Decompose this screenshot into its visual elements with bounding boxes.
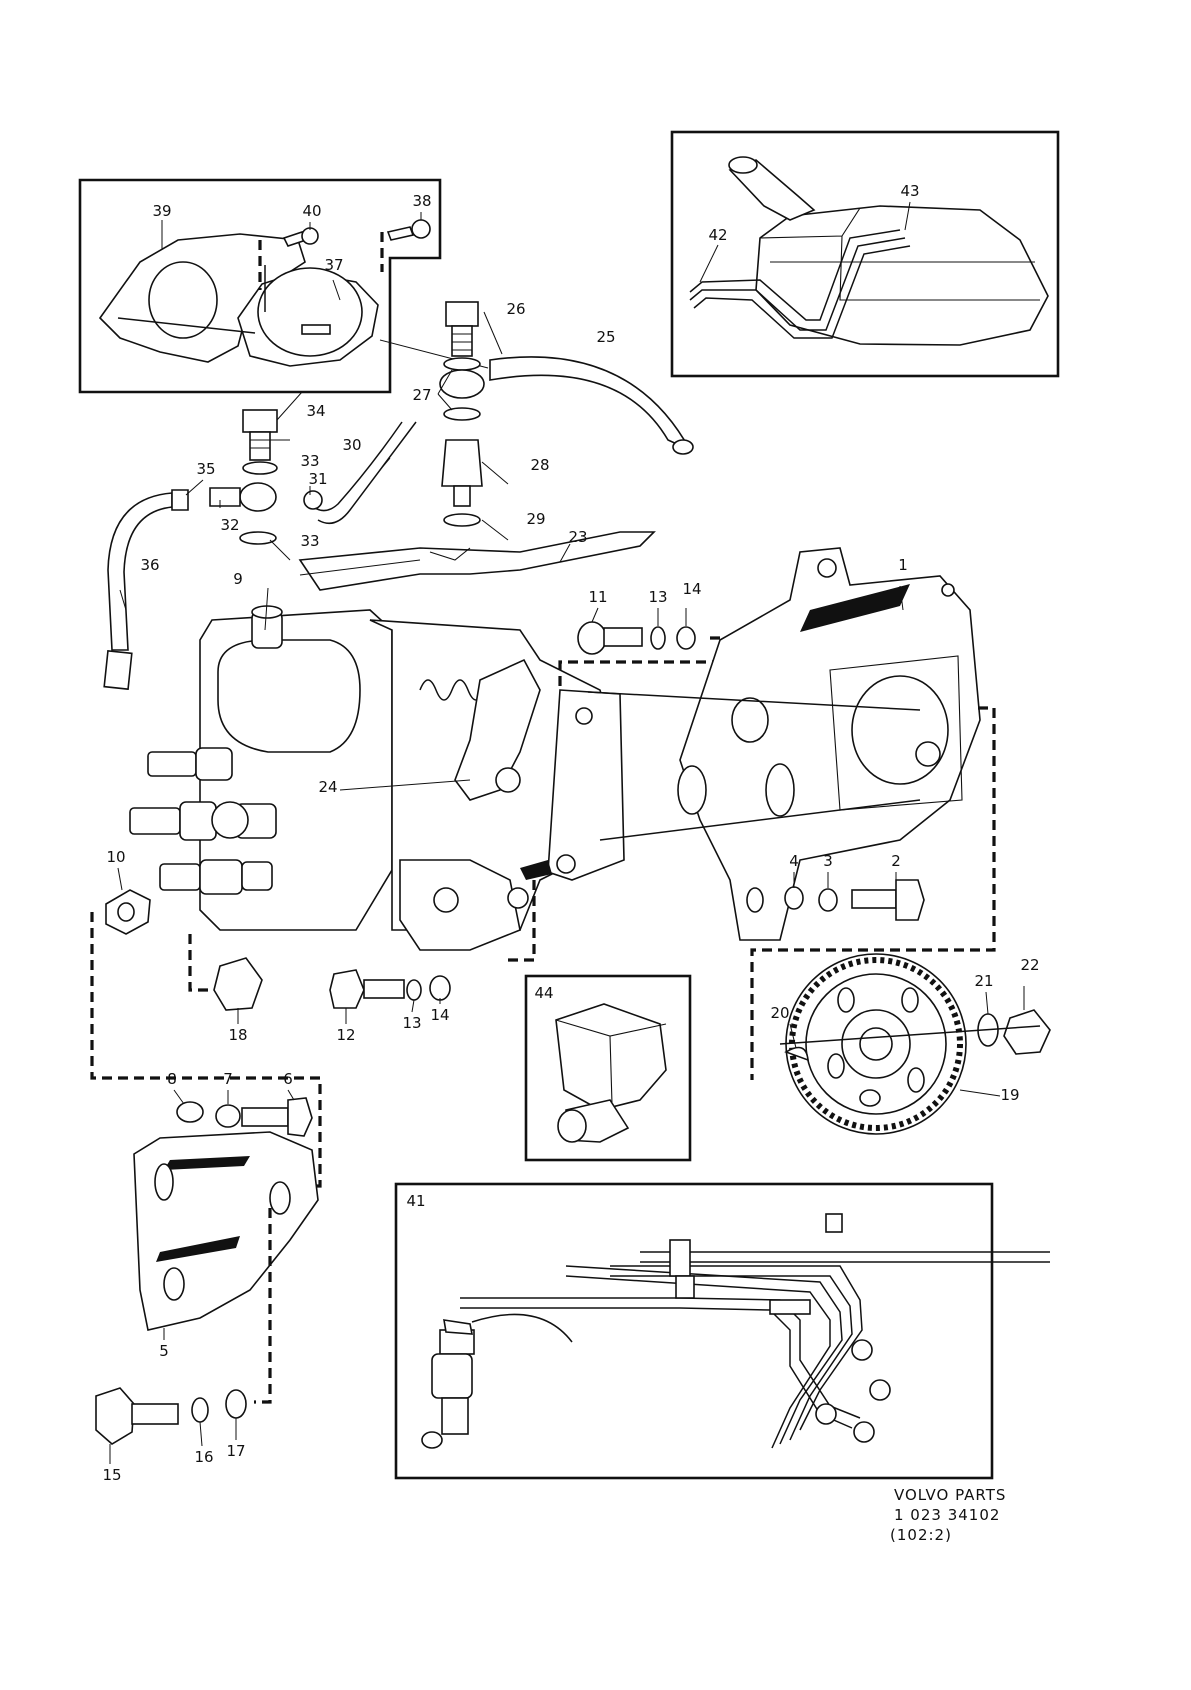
callout-32: 32 xyxy=(220,516,239,534)
callout-labels: 1 2 3 4 5 6 7 8 9 10 11 12 13 13 14 14 1… xyxy=(102,182,1039,1484)
inset-tank-42-43 xyxy=(670,130,1060,378)
callout-26: 26 xyxy=(506,300,525,318)
callout-23: 23 xyxy=(568,528,587,546)
callout-19: 19 xyxy=(1000,1086,1019,1104)
footer-part-number: 1 023 34102 xyxy=(894,1506,1000,1524)
footer-page-ref: (102:2) xyxy=(890,1526,952,1544)
inset-mount-37-40 xyxy=(78,178,442,394)
callout-27: 27 xyxy=(412,386,431,404)
callout-24: 24 xyxy=(318,778,337,796)
bolts-6-8 xyxy=(176,1097,313,1137)
callout-13b: 13 xyxy=(402,1014,421,1032)
callout-29: 29 xyxy=(526,510,545,528)
callout-22: 22 xyxy=(1020,956,1039,974)
callout-30: 30 xyxy=(342,436,361,454)
callout-18: 18 xyxy=(228,1026,247,1044)
callout-8: 8 xyxy=(167,1070,177,1088)
injector-unions xyxy=(90,747,322,1188)
callout-21: 21 xyxy=(974,972,993,990)
callout-38: 38 xyxy=(412,192,431,210)
callout-10: 10 xyxy=(106,848,125,866)
callout-6: 6 xyxy=(283,1070,293,1088)
sprocket-19-22 xyxy=(779,953,1051,1135)
callout-7: 7 xyxy=(223,1070,233,1088)
callout-41: 41 xyxy=(406,1192,425,1210)
callout-37: 37 xyxy=(324,256,343,274)
banjo-fitting-31-35 xyxy=(171,409,323,545)
injection-pump xyxy=(199,531,722,951)
callout-13a: 13 xyxy=(648,588,667,606)
bracket-5 xyxy=(133,1131,319,1404)
callout-43: 43 xyxy=(900,182,919,200)
hoses xyxy=(103,339,694,691)
callout-33b: 33 xyxy=(300,532,319,550)
callout-15: 15 xyxy=(102,1466,121,1484)
callout-2: 2 xyxy=(891,852,901,870)
callout-33a: 33 xyxy=(300,452,319,470)
callout-28: 28 xyxy=(530,456,549,474)
inset-fuel-lines-41 xyxy=(394,1182,1050,1480)
callout-44: 44 xyxy=(534,984,553,1002)
bolts-2-4 xyxy=(784,879,925,921)
callout-12: 12 xyxy=(336,1026,355,1044)
callout-39: 39 xyxy=(152,202,171,220)
callout-34: 34 xyxy=(306,402,325,420)
callout-25: 25 xyxy=(596,328,615,346)
callout-40: 40 xyxy=(302,202,321,220)
callout-20: 20 xyxy=(770,1004,789,1022)
callout-42: 42 xyxy=(708,226,727,244)
footer-brand: VOLVO PARTS xyxy=(894,1486,1006,1504)
inset-44 xyxy=(524,974,692,1162)
callout-11: 11 xyxy=(588,588,607,606)
bolts-15-17 xyxy=(95,1387,247,1445)
callout-16: 16 xyxy=(194,1448,213,1466)
callout-35: 35 xyxy=(196,460,215,478)
callout-3: 3 xyxy=(823,852,833,870)
callout-14a: 14 xyxy=(682,580,701,598)
callout-36: 36 xyxy=(140,556,159,574)
banjo-fitting-26-29 xyxy=(439,301,485,527)
callout-31: 31 xyxy=(308,470,327,488)
leader-lines xyxy=(109,311,1025,1464)
callout-14b: 14 xyxy=(430,1006,449,1024)
footer-reference: VOLVO PARTS 1 023 34102 (102:2) xyxy=(890,1486,1006,1544)
callout-5: 5 xyxy=(159,1342,169,1360)
callout-17: 17 xyxy=(226,1442,245,1460)
bracket-1 xyxy=(587,547,996,1080)
callout-1: 1 xyxy=(898,556,908,574)
callout-4: 4 xyxy=(789,852,799,870)
callout-9: 9 xyxy=(233,570,243,588)
